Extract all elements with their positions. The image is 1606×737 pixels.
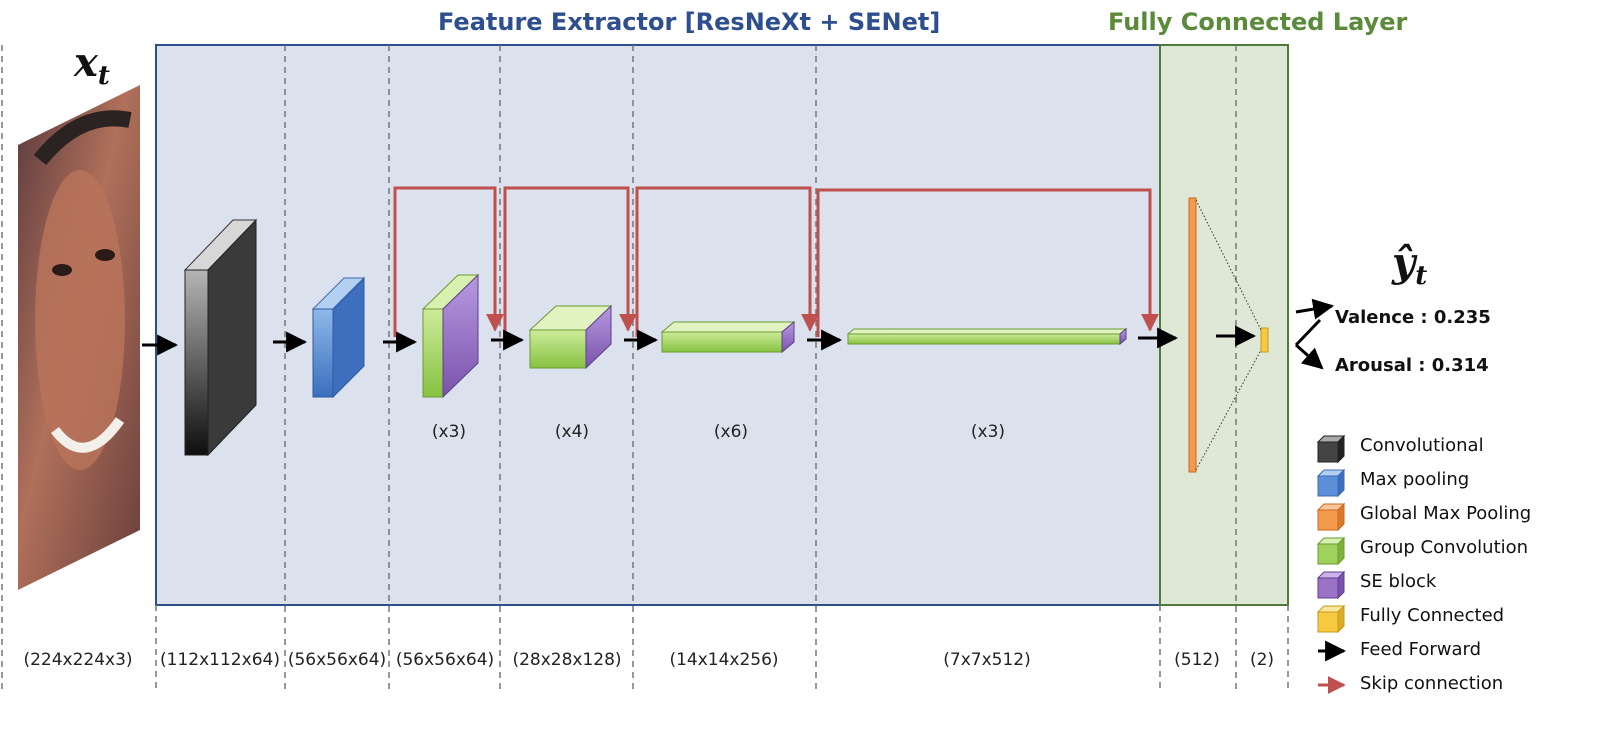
legend-label: Global Max Pooling <box>1360 503 1532 524</box>
dimension-label: (56x56x64) <box>287 650 387 670</box>
legend-swatch-global-max-pooling <box>1316 502 1346 532</box>
feature-extractor-title: Feature Extractor [ResNeXt + SENet] <box>438 8 941 36</box>
global-max-pooling-bar <box>1188 197 1197 473</box>
dimension-label: (512) <box>1174 650 1220 670</box>
repeat-label: (x4) <box>554 422 590 442</box>
feed-forward-arrows <box>142 325 1257 356</box>
legend-label: SE block <box>1360 571 1437 592</box>
repeat-label: (x3) <box>970 422 1006 442</box>
legend-swatch-fully-connected <box>1316 604 1346 634</box>
legend-swatch-convolutional <box>1316 434 1346 464</box>
legend-label: Skip connection <box>1360 673 1504 694</box>
dimension-label: (7x7x512) <box>943 650 1031 670</box>
legend-label: Max pooling <box>1360 469 1470 490</box>
legend-swatch-se-block <box>1316 570 1346 600</box>
fully-connected-node <box>1260 327 1269 353</box>
group-conv-block-4 <box>846 327 1128 346</box>
conv-block <box>183 218 258 457</box>
group-conv-block-3 <box>660 320 796 354</box>
legend-label: Convolutional <box>1360 435 1484 456</box>
dimension-label: (56x56x64) <box>395 650 495 670</box>
feature-extractor-panel <box>155 44 1161 606</box>
skip-connections <box>393 186 1159 337</box>
dimension-label: (28x28x128) <box>512 650 622 670</box>
dimension-label: (224x224x3) <box>23 650 133 670</box>
maxpool-block <box>311 276 366 399</box>
arousal-output: Arousal : 0.314 <box>1335 355 1489 376</box>
legend-label: Fully Connected <box>1360 605 1505 626</box>
repeat-label: (x3) <box>431 422 467 442</box>
dimension-label: (112x112x64) <box>160 650 280 670</box>
fully-connected-panel <box>1159 44 1289 606</box>
input-symbol: xt <box>73 39 110 91</box>
fully-connected-title: Fully Connected Layer <box>1108 8 1408 36</box>
dimension-label: (2) <box>1249 650 1275 670</box>
dimension-label: (14x14x256) <box>669 650 779 670</box>
valence-output: Valence : 0.235 <box>1335 307 1491 328</box>
legend-label: Feed Forward <box>1360 639 1482 660</box>
group-conv-block-1 <box>421 273 480 399</box>
stage-separators <box>1 45 1289 692</box>
group-conv-block-2 <box>528 304 613 370</box>
input-face-image <box>18 85 140 590</box>
repeat-label: (x6) <box>713 422 749 442</box>
legend-swatch-max-pooling <box>1316 468 1346 498</box>
legend-swatch-group-convolution <box>1316 536 1346 566</box>
output-symbol: ŷt <box>1391 239 1427 291</box>
legend-swatches <box>1316 434 1347 694</box>
legend-label: Group Convolution <box>1360 537 1529 558</box>
output-arrows <box>1294 298 1335 370</box>
